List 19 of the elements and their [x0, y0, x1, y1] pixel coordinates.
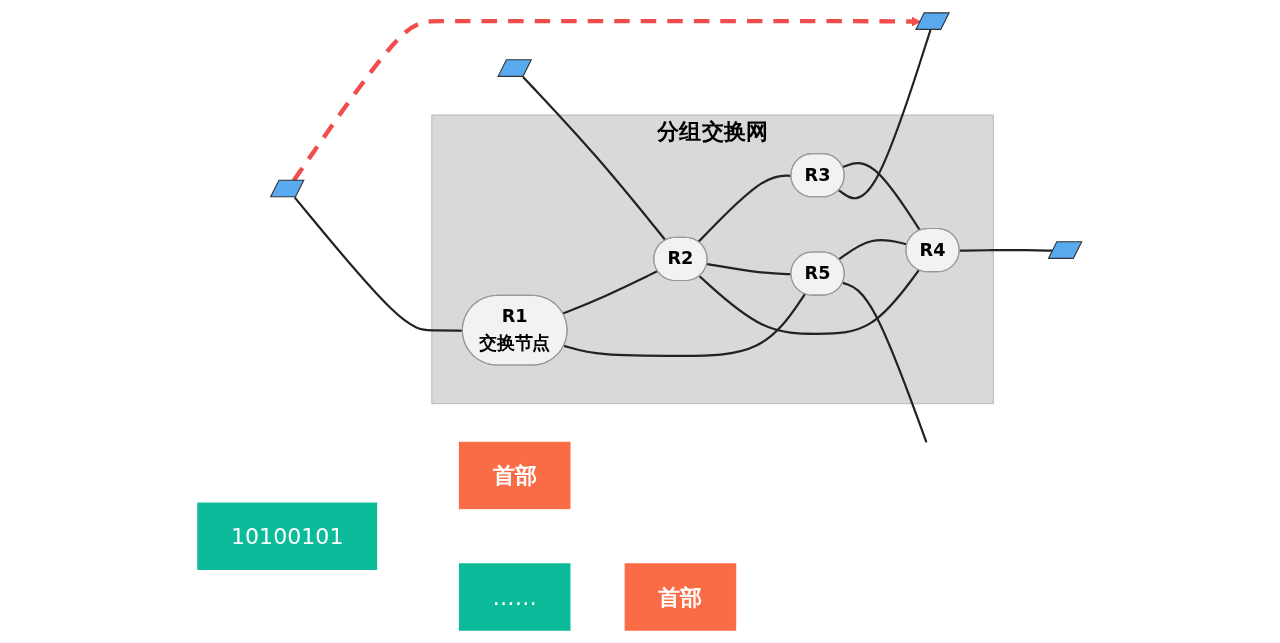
connector [562, 270, 659, 315]
node-picture [270, 179, 305, 198]
connector [842, 281, 928, 443]
connector [522, 76, 667, 242]
connector [707, 263, 792, 276]
node-box: 首部 [459, 441, 571, 510]
connector [564, 293, 807, 357]
connector [959, 249, 1054, 252]
node-picture [1047, 241, 1083, 259]
connector [699, 269, 920, 335]
connector [697, 174, 792, 243]
node-picture [497, 59, 533, 77]
connector [838, 29, 932, 200]
node-box: 首部 [624, 563, 737, 631]
connector [838, 238, 908, 261]
connector [842, 162, 922, 232]
node-box: 10100101 [197, 502, 378, 570]
node-picture [915, 12, 951, 30]
node-box: …… [459, 563, 571, 631]
